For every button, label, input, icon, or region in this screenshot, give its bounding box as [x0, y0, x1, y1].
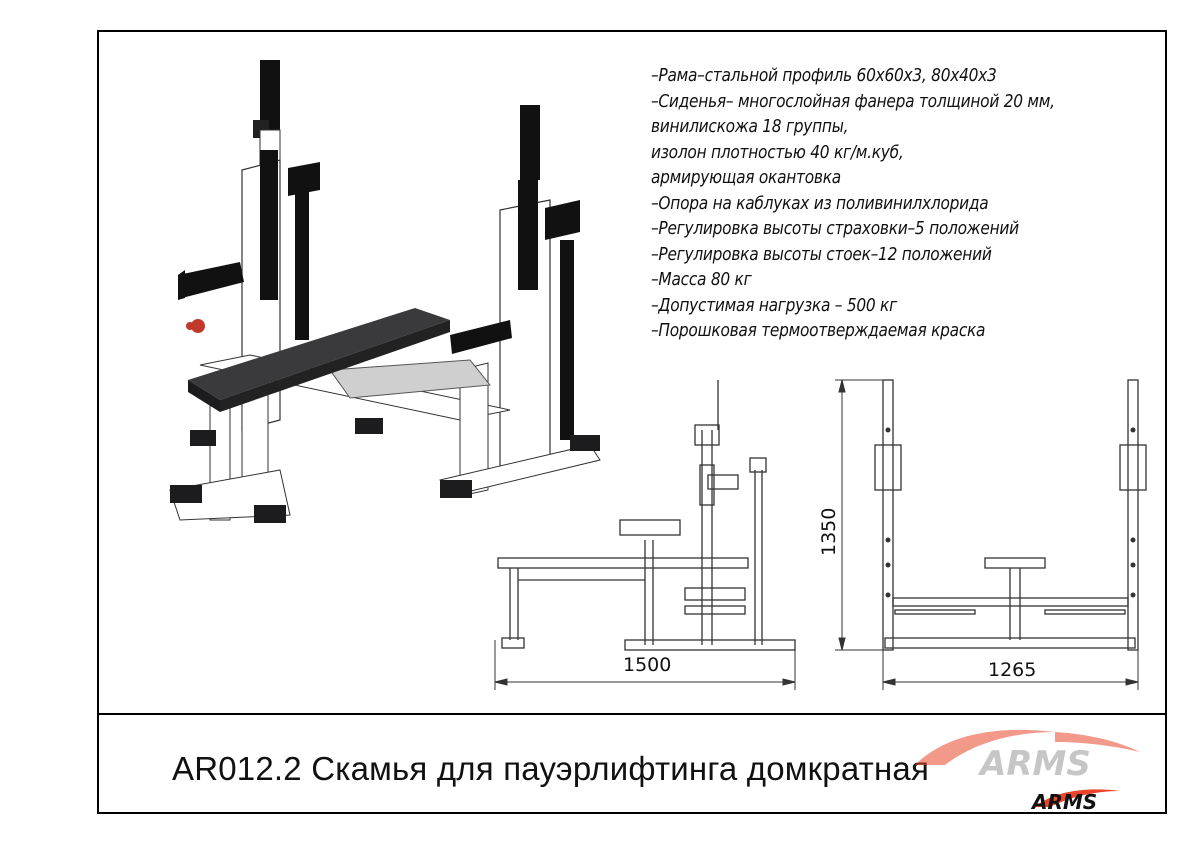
logo-watermark-text: ARMS [977, 744, 1091, 784]
spec-line: –Регулировка высоты страховки–5 положени… [651, 219, 1019, 239]
front-view-drawing [835, 379, 1147, 690]
spec-line: –Рама–стальной профиль 60х60х3, 80х40х3 [651, 66, 997, 86]
spec-line: –Регулировка высоты стоек–12 положений [651, 244, 992, 265]
dimension-height: 1350 [818, 507, 840, 556]
spec-line: –Масса 80 кг [651, 270, 752, 290]
specification-list: –Рама–стальной профиль 60х60х3, 80х40х3 … [651, 64, 1073, 345]
dimension-width: 1265 [988, 659, 1037, 681]
spec-line: –Сиденья– многослойная фанера толщиной 2… [651, 91, 1055, 112]
product-title: AR012.2 Скамья для пауэрлифтинга домкрат… [172, 750, 930, 787]
spec-line: –Опора на каблуках из поливинилхлорида [651, 193, 989, 214]
arms-logo: ARMS [1030, 789, 1120, 814]
logo-text: ARMS [1030, 790, 1097, 814]
spec-line: изолон плотностью 40 кг/м.куб, [651, 142, 904, 163]
spec-line: –Порошковая термоотверждаемая краска [651, 321, 986, 341]
spec-line: армирующая окантовка [651, 168, 841, 188]
spec-line: винилискожа 18 группы, [651, 117, 849, 137]
spec-line: –Допустимая нагрузка – 500 кг [651, 295, 897, 316]
side-view-drawing [494, 380, 796, 690]
dimension-length: 1500 [623, 654, 672, 676]
title-block-divider [97, 713, 1167, 715]
arms-logo-watermark: ARMS [915, 729, 1140, 784]
bench-3d-illustration [169, 60, 601, 523]
drawing-frame [97, 30, 1167, 814]
